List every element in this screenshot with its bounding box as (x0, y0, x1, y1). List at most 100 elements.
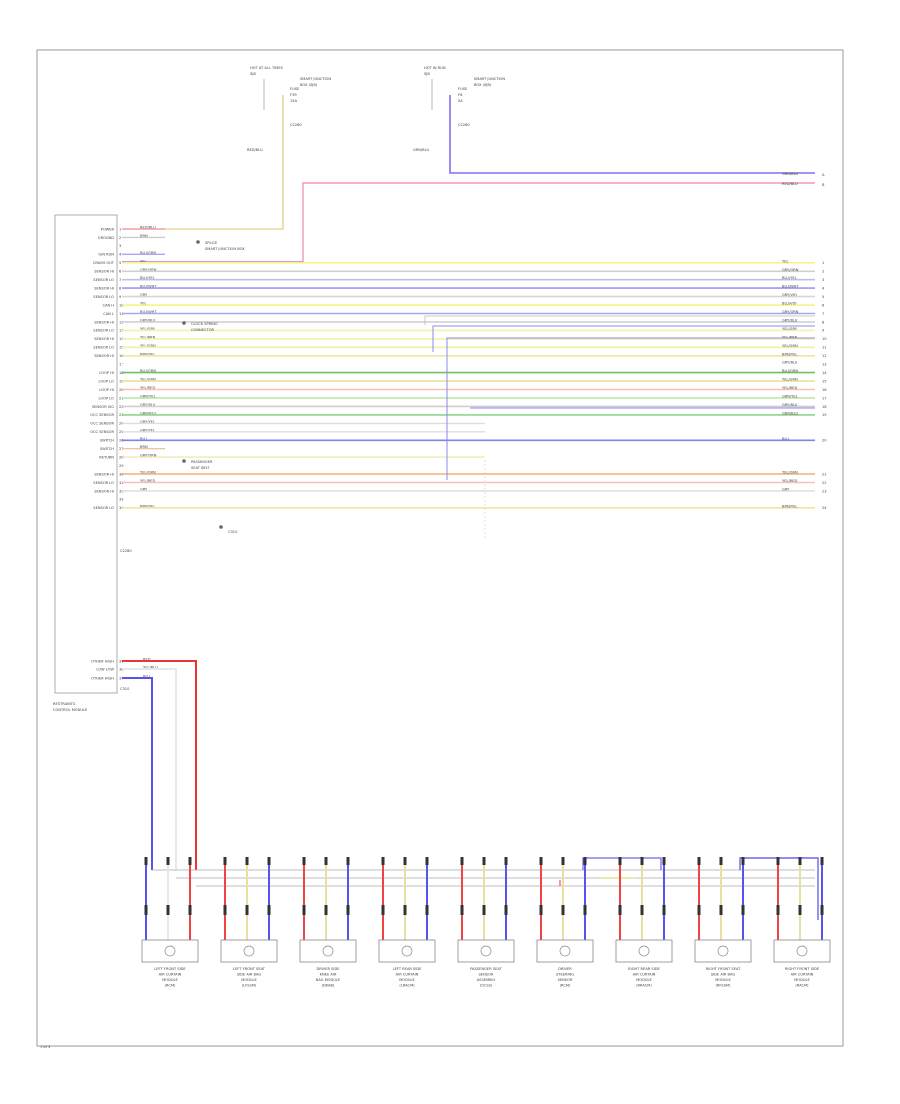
connector-pin (776, 857, 780, 865)
wire-color-label: GRY/BLU (140, 403, 156, 407)
wire-color-label: YEL/BRN (140, 335, 156, 339)
wire-pin-number: 11 (119, 312, 124, 316)
wire-color-label: GRN/YEL (140, 395, 156, 399)
connector-pin (324, 857, 328, 865)
wire-pin-number: 28 (119, 455, 124, 459)
module-label-1: CONTROL MODULE (53, 708, 88, 712)
connector-pin (346, 905, 350, 915)
wire-pin-number: 24 (119, 422, 124, 426)
wire-pin-number: 13 (119, 329, 124, 333)
component-label: (RCM) (165, 984, 176, 988)
wire-right-code: 1 (822, 261, 824, 265)
wire-pin-name: LOOP HI (99, 371, 114, 375)
footer-code: 1 of 3 (40, 1045, 50, 1049)
wire-pin-name: SENSOR LO (93, 506, 114, 510)
wire-right-color: GRY/BLU (782, 403, 798, 407)
restraints-module-box (54, 214, 118, 694)
wire-pin-name: SENSOR LO (93, 329, 114, 333)
component-box (299, 939, 357, 963)
wire-pin-number: 1 (119, 227, 121, 231)
wire-right-color: BRN/YEL (782, 352, 797, 356)
link-line-a (424, 315, 815, 325)
wire-right-color: YEL/ORN (782, 471, 798, 475)
wire-pin-name: SENSOR HI (94, 286, 114, 290)
connector-pin (504, 857, 508, 865)
component-label: (RCM) (560, 984, 571, 988)
wire-right-code: 23 (822, 489, 827, 493)
wire-color-label: GRY/ORN (140, 454, 157, 458)
component-symbol (559, 945, 571, 957)
annotation-0-sub: SMART JUNCTION BOX (205, 247, 245, 251)
component-label: ASSEMBLY (477, 978, 496, 982)
wire-right-code: 24 (822, 506, 827, 510)
connector-pin (583, 905, 587, 915)
wire-right-color: GRY/ORN (782, 268, 799, 272)
connector-pin (460, 905, 464, 915)
top-right-wire-0-code: A (822, 173, 825, 177)
wire-pin-number: 22 (119, 405, 124, 409)
connector-pin (662, 905, 666, 915)
fuse-right-feed (449, 95, 815, 174)
wire-pin-name: POWER (101, 227, 115, 231)
wire-pin-number: 25 (119, 430, 124, 434)
wire-color-label: YEL/GRN (140, 344, 156, 348)
connector-pin (820, 905, 824, 915)
wire-pin-name: SENSOR LO (93, 278, 114, 282)
wire-pin-number: 4 (119, 253, 122, 257)
wire-color-label: BRN (140, 234, 148, 238)
connector-pin (188, 905, 192, 915)
annotation-0-text: SPLICE (205, 241, 218, 245)
wire-pin-name: SENSOR HI (94, 337, 114, 341)
connector-pin (425, 905, 429, 915)
fuse-left-group: HOT AT ALL TIMES SJB FUSE F39 15A SMART … (247, 66, 331, 152)
wire-right-color: GRN/YEL (782, 395, 798, 399)
wire-color-label: BLU/YEL (140, 276, 155, 280)
component-label: DRIVER SIDE (316, 967, 340, 971)
wire-pin-number: 12 (119, 320, 124, 324)
wire-pin-name: LOOP LO (98, 379, 114, 383)
component-label: LEFT FRONT SEAT (233, 967, 266, 971)
wire-right-color: BLU/VIO (782, 302, 797, 306)
bus-bridge-blue (582, 857, 662, 870)
wire-color-label: BLU/WHT (140, 285, 157, 289)
component-label: (RACM) (795, 984, 809, 988)
wire-pin-name: GROUND (98, 236, 114, 240)
fuse-left-box-1: BOX (SJB) (300, 83, 318, 87)
wire-color-label: GRY/YEL (140, 420, 155, 424)
connector-pin (144, 905, 148, 915)
fuse-left-line-1: SJB (250, 72, 256, 76)
connector-pin (324, 905, 328, 915)
wire-right-color: YEL/RED (782, 386, 797, 390)
wire-line (122, 677, 153, 870)
component-label: KNEE AIR (320, 973, 337, 977)
component-label: AIR CURTAIN (159, 973, 182, 977)
wire-pin-number: 35 (119, 659, 124, 663)
wire-right-code: 22 (822, 481, 827, 485)
component-label: MODULE (399, 978, 415, 982)
fuse-left-line-2: FUSE (290, 87, 300, 91)
fuse-left-connector: C2280 (290, 123, 302, 127)
component-symbol (638, 945, 650, 957)
component-label: MODULE (794, 978, 810, 982)
wire-pin-number: 6 (119, 270, 122, 274)
link-line-b (432, 325, 815, 352)
component-label: (LFSSM) (242, 984, 257, 988)
wire-pin-name: CRASH OUT (93, 261, 115, 265)
wire-right-code: 14 (822, 371, 827, 375)
wire-pin-number: 32 (119, 489, 124, 493)
component-label: PASSENGER SEAT (470, 967, 502, 971)
wire-pin-name: OCC SENSOR (90, 413, 114, 417)
